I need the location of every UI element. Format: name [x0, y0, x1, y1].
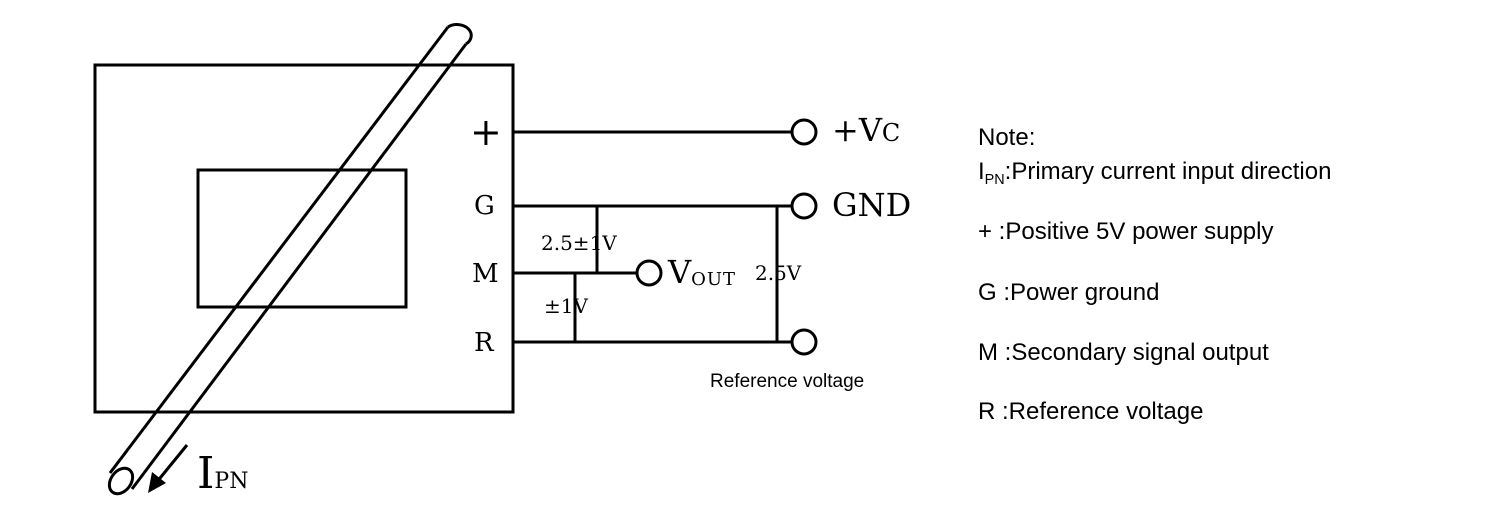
- pin-label-m: M: [472, 259, 499, 289]
- pin-label-r: R: [474, 328, 494, 358]
- sensor-aperture: [196, 168, 408, 309]
- note-r: R :Reference voltage: [978, 398, 1204, 425]
- voltage-label-gr: 2.5V: [755, 261, 802, 285]
- sensor-housing: [93, 63, 515, 414]
- current-direction-arrow: [148, 444, 189, 493]
- pin-label-plus: +: [470, 110, 502, 154]
- terminal-label-gnd: GND: [832, 186, 912, 224]
- note-plus: + :Positive 5V power supply: [978, 218, 1274, 245]
- pin-label-g: G: [474, 191, 495, 221]
- terminal-label-vc: +VC: [832, 111, 901, 149]
- terminal-label-vout: VOUT: [668, 253, 737, 291]
- notes-heading: Note:: [978, 124, 1036, 151]
- terminal-vc: [790, 118, 818, 146]
- primary-conductor: [107, 23, 473, 496]
- terminal-vout: [635, 259, 663, 287]
- terminal-reference: [790, 328, 818, 356]
- voltage-label-mr: ±1V: [544, 294, 588, 318]
- terminal-gnd: [790, 192, 818, 220]
- terminal-label-reference: Reference voltage: [710, 371, 865, 392]
- current-label-ipn: IPN: [197, 448, 249, 499]
- voltage-label-gm: 2.5±1V: [541, 231, 617, 255]
- note-m: M :Secondary signal output: [978, 339, 1269, 366]
- note-ipn: IPN:Primary current input direction: [978, 158, 1332, 189]
- note-g: G :Power ground: [978, 279, 1160, 306]
